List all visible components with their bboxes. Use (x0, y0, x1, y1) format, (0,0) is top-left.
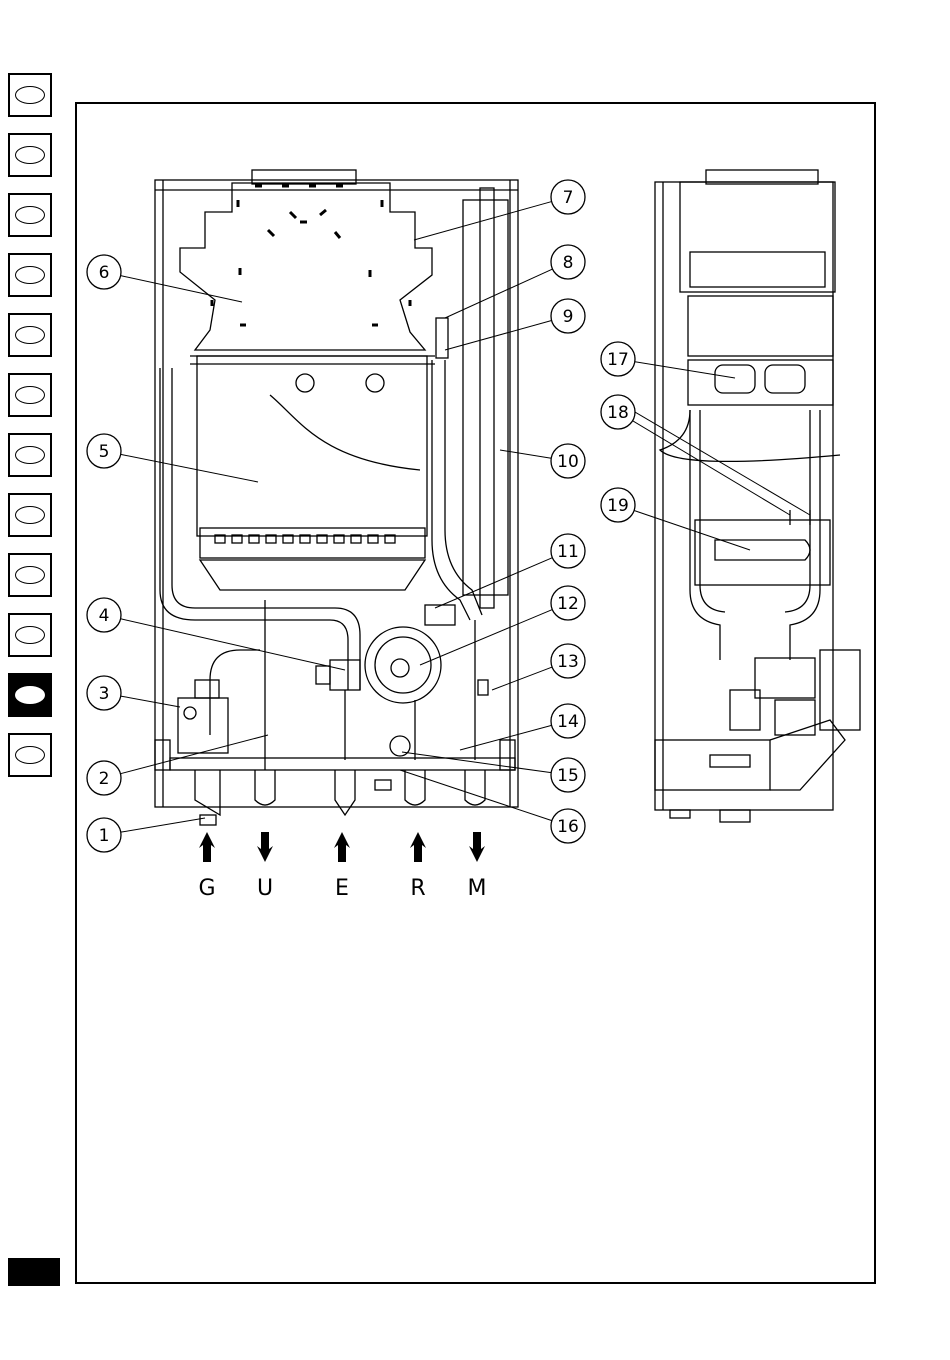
callout-number: 14 (557, 712, 579, 732)
leader-line (635, 362, 735, 378)
leader-line (121, 818, 205, 832)
overheat-thermostat (436, 318, 448, 358)
callout-number: 9 (563, 307, 574, 327)
callout-number: 10 (557, 452, 579, 472)
callout-number: 5 (99, 442, 110, 462)
leader-line (420, 610, 552, 665)
callout-1: 1 (87, 818, 121, 852)
leader-line (445, 321, 552, 350)
callout-16: 16 (551, 809, 585, 843)
leader-line (121, 276, 242, 302)
connection-M: M (468, 832, 487, 901)
leader-line (445, 269, 553, 318)
front-view (155, 170, 518, 825)
callout-5: 5 (87, 434, 121, 468)
callout-9: 9 (551, 299, 585, 333)
connection-U: U (257, 832, 273, 901)
callout-number: 6 (99, 263, 110, 283)
drain-valve (375, 780, 391, 790)
leader-line (633, 421, 790, 515)
arrow-down-icon (469, 832, 485, 862)
callout-10: 10 (551, 444, 585, 478)
arrow-up-icon (199, 832, 215, 862)
leader-line (460, 725, 552, 750)
leader-line (121, 454, 258, 482)
control-box (655, 740, 770, 790)
callout-3: 3 (87, 676, 121, 710)
callout-17: 17 (601, 342, 635, 376)
callout-18: 18 (601, 395, 635, 429)
callout-number: 11 (557, 542, 579, 562)
callout-11: 11 (551, 534, 585, 568)
callout-7: 7 (551, 180, 585, 214)
callout-number: 16 (557, 817, 579, 837)
callout-number: 15 (557, 766, 579, 786)
connection-label: G (198, 876, 215, 901)
leader-line (120, 735, 268, 774)
expansion-vessel (480, 188, 494, 608)
leader-line (121, 619, 345, 670)
callout-4: 4 (87, 598, 121, 632)
callout-number: 18 (607, 403, 629, 423)
combustion-chamber (197, 356, 427, 536)
arrow-up-icon (334, 832, 350, 862)
callout-number: 2 (99, 769, 110, 789)
heat-exchanger (688, 360, 833, 405)
fan (680, 182, 835, 292)
callout-13: 13 (551, 644, 585, 678)
connection-R: R (410, 832, 426, 901)
arrow-up-icon (410, 832, 426, 862)
connection-label: U (257, 876, 273, 901)
connection-label: R (410, 876, 425, 901)
callout-number: 4 (99, 606, 110, 626)
side-casing (655, 182, 833, 810)
callout-19: 19 (601, 488, 635, 522)
connection-rail (170, 758, 515, 770)
callout-2: 2 (87, 761, 121, 795)
callout-number: 7 (563, 188, 574, 208)
callout-15: 15 (551, 758, 585, 792)
safety-valve (478, 680, 488, 695)
pump (365, 627, 441, 703)
leader-line (121, 696, 180, 707)
air-vent (425, 605, 455, 625)
leader-line (400, 770, 552, 821)
connection-E: E (334, 832, 350, 901)
callout-number: 13 (557, 652, 579, 672)
callout-14: 14 (551, 704, 585, 738)
connection-G: G (198, 832, 215, 901)
leader-line (492, 667, 552, 690)
leader-line (635, 412, 810, 515)
connection-label: E (335, 876, 349, 901)
leader-line (634, 510, 750, 550)
fan-hood (180, 183, 432, 350)
callout-number: 3 (99, 684, 110, 704)
flue-collar (252, 170, 356, 184)
callout-12: 12 (551, 586, 585, 620)
callout-number: 1 (99, 826, 110, 846)
callout-6: 6 (87, 255, 121, 289)
callout-number: 19 (607, 496, 629, 516)
callout-number: 8 (563, 253, 574, 273)
arrow-down-icon (257, 832, 273, 862)
leader-line (414, 202, 552, 240)
gas-valve (178, 698, 228, 753)
flow-switch (330, 660, 360, 690)
callout-number: 17 (607, 350, 629, 370)
callout-8: 8 (551, 245, 585, 279)
connection-label: M (468, 876, 487, 901)
callout-number: 12 (557, 594, 579, 614)
